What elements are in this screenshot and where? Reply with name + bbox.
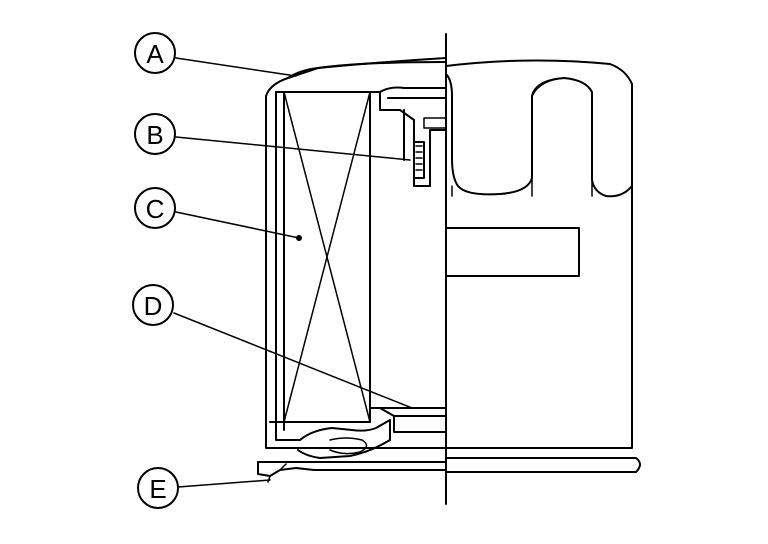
leader-line-c bbox=[175, 211, 300, 239]
filter-top-dome bbox=[287, 61, 447, 79]
exterior-scallop-lower bbox=[451, 177, 593, 197]
anti-drainback-valve bbox=[379, 407, 447, 417]
callout-d: D bbox=[132, 284, 174, 326]
bypass-valve-seat bbox=[423, 117, 447, 129]
bottom-end-plate bbox=[269, 407, 447, 433]
callout-e-circle bbox=[137, 467, 179, 509]
filter-exterior-half bbox=[445, 59, 641, 473]
callout-c-label: C bbox=[146, 194, 165, 224]
filter-element bbox=[283, 91, 371, 423]
callout-b-circle bbox=[134, 113, 176, 155]
top-end-plate bbox=[275, 91, 447, 187]
sealing-gasket bbox=[257, 461, 447, 477]
threaded-base-plate bbox=[297, 419, 391, 459]
filter-element-outline bbox=[283, 91, 371, 423]
base-plate-inner bbox=[329, 437, 368, 455]
callout-c-circle bbox=[134, 187, 176, 229]
callout-c: C bbox=[134, 187, 176, 229]
leader-lines bbox=[173, 57, 413, 488]
callout-a-label: A bbox=[146, 39, 164, 69]
exterior-scallop-divider-1 bbox=[531, 77, 593, 97]
callout-a: A bbox=[134, 32, 176, 74]
label-plate bbox=[445, 227, 580, 277]
callout-d-circle bbox=[132, 284, 174, 326]
exterior-body-outline bbox=[445, 83, 633, 449]
filter-housing-inner-wall bbox=[275, 91, 301, 441]
leader-line-d bbox=[173, 312, 413, 409]
gasket-lip bbox=[267, 463, 287, 483]
bypass-valve-spring bbox=[415, 145, 423, 171]
callout-a-circle bbox=[134, 32, 176, 74]
callout-d-label: D bbox=[144, 291, 163, 321]
callout-e: E bbox=[137, 467, 179, 509]
exterior-top-scallops bbox=[445, 59, 633, 198]
callout-b-label: B bbox=[146, 120, 163, 150]
callout-e-label: E bbox=[149, 474, 166, 504]
callout-b: B bbox=[134, 113, 176, 155]
bypass-valve-outline bbox=[379, 86, 447, 179]
exterior-base-rim bbox=[445, 457, 641, 473]
filter-cutaway-section bbox=[257, 57, 447, 483]
leader-line-a bbox=[175, 57, 297, 77]
filter-element-cross-2 bbox=[283, 91, 371, 423]
leader-line-b bbox=[175, 136, 411, 161]
leader-line-e bbox=[177, 479, 271, 488]
